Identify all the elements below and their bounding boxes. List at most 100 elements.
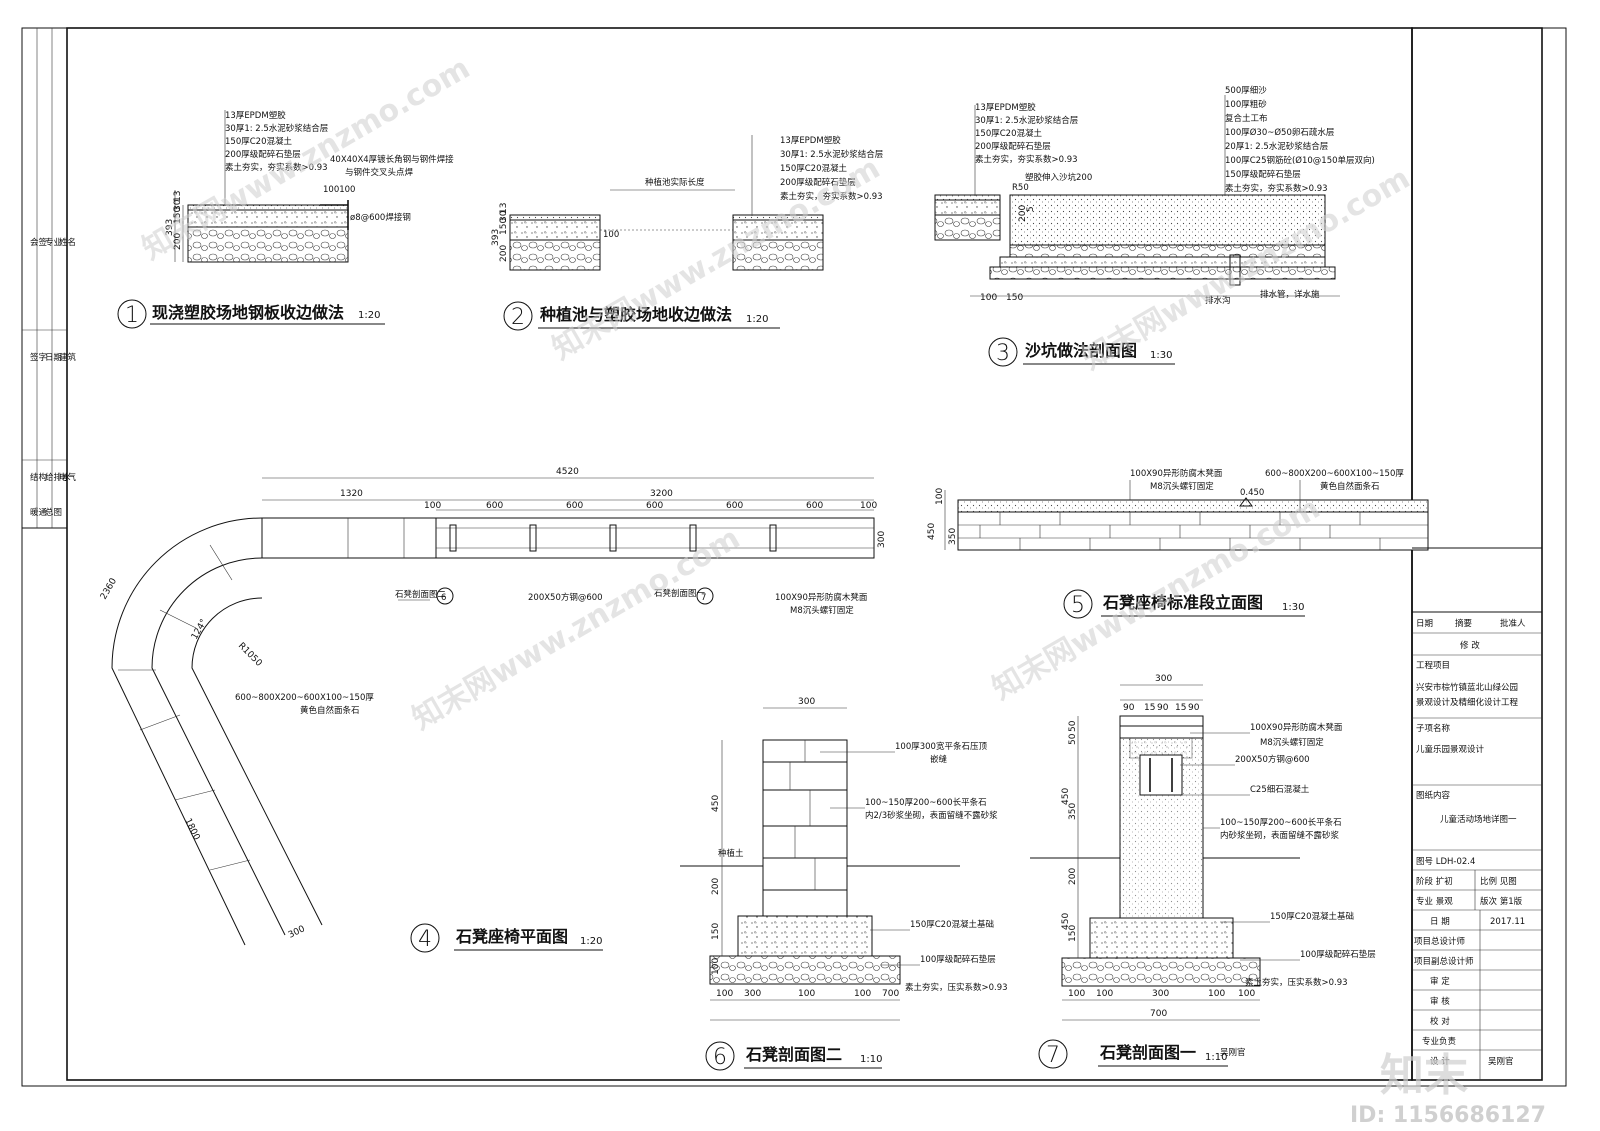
d6-dim-3: 150: [711, 923, 721, 940]
d5-dim-0: 100: [935, 488, 945, 505]
d2-number: 2: [511, 305, 525, 330]
tb-discipline: 专业 景观: [1416, 896, 1453, 907]
d6-note-7: 素土夯实，压实系数>0.93: [905, 982, 1008, 993]
d2-layer-2: 150厚C20混凝土: [780, 163, 847, 174]
tb-role-0: 项目总设计师: [1414, 936, 1466, 947]
d2-dim-1: 200: [499, 245, 509, 262]
d4-note-7: 600~800X200~600X100~150厚: [235, 693, 374, 703]
d4-note-1: 6: [441, 593, 446, 603]
detail-7: 300 90 15 90 15 90 50 50 450 350 200 450…: [1030, 674, 1376, 1069]
d3-title: 沙坑做法剖面图: [1025, 341, 1137, 360]
d6-dim-9: 700: [882, 989, 899, 999]
d7-note-2: 200X50方钢@600: [1235, 754, 1310, 765]
d2-layer-3: 200厚级配碎石垫层: [780, 177, 856, 188]
d4-dim-6: 600: [646, 501, 663, 511]
d3-right-layer-2: 复合土工布: [1225, 113, 1268, 124]
d4-dim-7: 600: [726, 501, 743, 511]
d3-right-layer-0: 500厚细沙: [1225, 85, 1267, 96]
d5-number-circle: [1063, 589, 1093, 619]
detail-1: 13厚EPDM塑胶 30厚1: 2.5水泥砂浆结合层 150厚C20混凝土 20…: [117, 110, 454, 329]
d7-note-4: 100~150厚200~600长平条石: [1220, 817, 1342, 828]
d1-number-circle: [117, 299, 147, 329]
d5-number: 5: [1071, 593, 1085, 618]
d3-left-layer-3: 200厚级配碎石垫层: [975, 141, 1051, 152]
d3-number: 3: [996, 341, 1010, 366]
d2-scale: 1:20: [746, 314, 768, 325]
d7-dim-18: 700: [1150, 1009, 1167, 1019]
d4-number: 4: [418, 927, 432, 952]
d7-dim-9: 350: [1068, 803, 1078, 820]
d2-dim-0: 393: [491, 229, 501, 246]
d4-dim-9: 100: [860, 501, 877, 511]
d1-note-1: 与钢件交叉头点焊: [345, 167, 414, 178]
d4-note-0: 石凳剖面图二: [395, 589, 447, 600]
d6-note-3: 内2/3砂浆坐砌，表面留缝不露砂浆: [865, 810, 998, 821]
d7-dim-16: 100: [1208, 989, 1225, 999]
tb-role-1: 项目副总设计师: [1414, 956, 1474, 967]
d5-note-0: 100X90异形防腐木凳面: [1130, 468, 1223, 479]
d2-layer-1: 30厚1: 2.5水泥砂浆结合层: [780, 149, 883, 160]
strip-cell-0: 会签: [30, 237, 48, 248]
d1-dim-3: 30: [173, 199, 183, 211]
tb-role-2: 审 定: [1430, 976, 1450, 987]
d4-note-3: 石凳剖面图一: [654, 588, 706, 599]
d7-dim-14: 100: [1096, 989, 1113, 999]
d7-note-0: 100X90异形防腐木凳面: [1250, 722, 1343, 733]
d1-dim-2: 150: [173, 207, 183, 224]
d4-dim-5: 600: [566, 501, 583, 511]
d6-note-4: 种植土: [718, 848, 744, 859]
d1-layer-1: 30厚1: 2.5水泥砂浆结合层: [225, 123, 328, 134]
d3-note-1: R50: [1012, 183, 1029, 193]
strip-cell-2: 姓名: [59, 237, 76, 248]
d7-dim-10: 200: [1068, 868, 1078, 885]
d4-dim-3: 100: [424, 501, 441, 511]
d2-dim-3: 30: [499, 210, 509, 222]
detail-6: 300 450 200 150 100 100 300 100 100 700 …: [680, 697, 1008, 1071]
d6-note-0: 100厚300宽平条石压顶: [895, 741, 987, 752]
d4-scale: 1:20: [580, 936, 602, 947]
d3-dim-1: 5: [1026, 206, 1036, 212]
tb-project-label: 工程项目: [1416, 661, 1450, 671]
strip-cell-1: 专业: [45, 237, 62, 248]
d6-title: 石凳剖面图二: [745, 1045, 842, 1064]
detail-3: 13厚EPDM塑胶 30厚1: 2.5水泥砂浆结合层 150厚C20混凝土 20…: [934, 85, 1375, 367]
d3-scale: 1:30: [1150, 350, 1172, 361]
d5-dim-2: 350: [948, 528, 958, 545]
d3-left-layer-0: 13厚EPDM塑胶: [975, 102, 1036, 113]
d3-left-layer-2: 150厚C20混凝土: [975, 128, 1042, 139]
tb-role-6: 设 计: [1430, 1056, 1450, 1067]
d7-dim-13: 100: [1068, 989, 1085, 999]
d7-dim-12: 150: [1068, 925, 1078, 942]
tb-date-label: 日 期: [1430, 917, 1450, 927]
tb-version: 版次 第1版: [1480, 896, 1523, 907]
tb-drawing-no: 图号 LDH-02.4: [1416, 857, 1475, 867]
d1-dim-1: 200: [173, 233, 183, 250]
d3-right-layer-4: 20厚1: 2.5水泥砂浆结合层: [1225, 141, 1328, 152]
d4-dim-14: 1800: [182, 817, 201, 842]
d3-note-2: 排水沟: [1205, 295, 1231, 306]
d2-note-0: 种植池实际长度: [645, 177, 705, 188]
d6-note-2: 100~150厚200~600长平条石: [865, 797, 987, 808]
d5-note-3: 600~800X200~600X100~150厚: [1265, 469, 1404, 479]
d3-right-layer-5: 100厚C25钢筋砼(Ø10@150单层双向): [1225, 155, 1375, 166]
d3-right-layer-7: 素土夯实，夯实系数>0.93: [1225, 183, 1328, 194]
d4-dim-8: 600: [806, 501, 823, 511]
d7-note-1: M8沉头螺钉固定: [1260, 737, 1324, 748]
tb-rev-date: 日期: [1416, 619, 1433, 629]
d3-left-layer-4: 素土夯实，夯实系数>0.93: [975, 154, 1078, 165]
d6-note-5: 150厚C20混凝土基础: [910, 919, 994, 930]
title-block: 日期 摘要 批准人 修 改 工程项目 兴安市棕竹镇蓝北山绿公园 景观设计及精细化…: [1220, 547, 1542, 1080]
d2-title: 种植池与塑胶场地收边做法: [539, 305, 732, 324]
d3-right-layer-6: 150厚级配碎石垫层: [1225, 169, 1301, 180]
d7-dim-1: 90: [1123, 703, 1135, 713]
tb-role-4: 校 对: [1430, 1016, 1450, 1027]
d4-dim-11: 2360: [99, 576, 119, 601]
d4-note-8: 黄色自然面条石: [300, 705, 360, 716]
d7-note-3: C25细石混凝土: [1250, 784, 1310, 795]
watermark-id: ID: 1156686127: [1350, 1103, 1546, 1128]
tb-sub-value: 儿童乐园景观设计: [1416, 744, 1485, 755]
d2-layer-4: 素土夯实，夯实系数>0.93: [780, 191, 883, 202]
watermark-brand: 知末: [1380, 1050, 1468, 1101]
d7-dim-0: 300: [1155, 674, 1172, 684]
d4-note-4: 7: [701, 593, 706, 603]
